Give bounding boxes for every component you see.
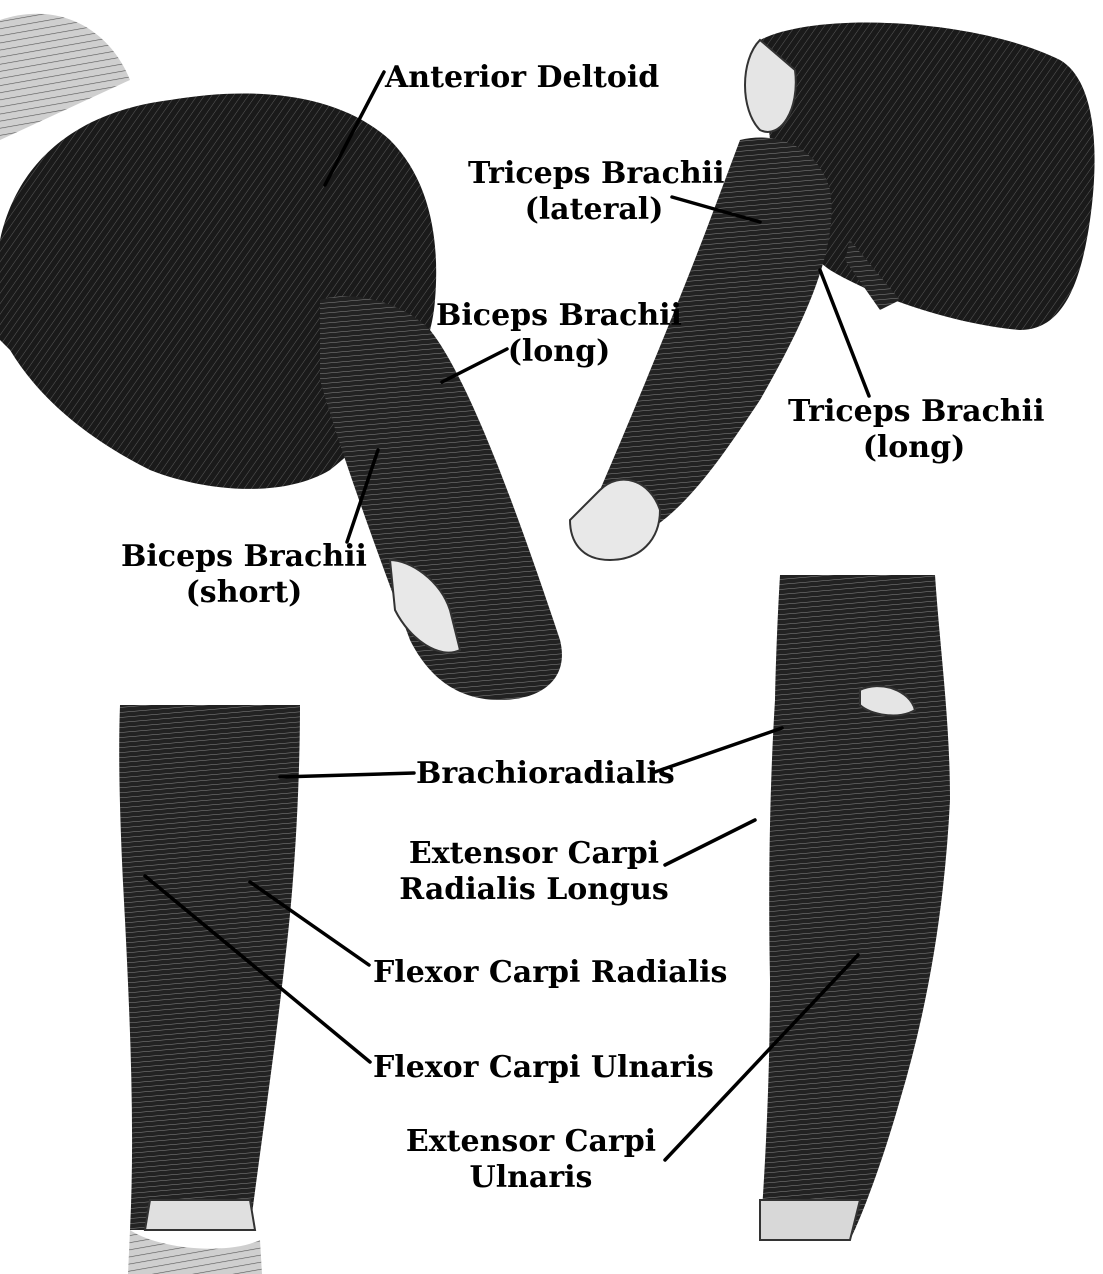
forearm-posterior-illustration	[760, 575, 950, 1240]
label-line: (long)	[433, 334, 685, 370]
label-line: Triceps Brachii	[788, 394, 1040, 430]
label-biceps-short: Biceps Brachii (short)	[118, 539, 370, 611]
label-line: Biceps Brachii	[433, 298, 685, 334]
label-flexor-carpi-ulnaris: Flexor Carpi Ulnaris	[373, 1050, 714, 1086]
label-biceps-long: Biceps Brachii (long)	[433, 298, 685, 370]
label-line: Triceps Brachii	[468, 156, 720, 192]
leader-ecrl	[665, 820, 755, 865]
label-line: Ulnaris	[400, 1160, 662, 1196]
label-line: (short)	[118, 575, 370, 611]
leader-triceps-long	[820, 270, 869, 396]
label-line: (lateral)	[468, 192, 720, 228]
label-line: Extensor Carpi	[398, 836, 670, 872]
label-line: Biceps Brachii	[118, 539, 370, 575]
label-extensor-carpi-radialis-longus: Extensor Carpi Radialis Longus	[398, 836, 670, 908]
label-line: (long)	[788, 430, 1040, 466]
leader-brachioradialis-left	[280, 773, 414, 777]
posterior-arm-illustration	[570, 23, 1095, 560]
forearm-posterior-shape	[760, 575, 950, 1240]
label-line: Radialis Longus	[398, 872, 670, 908]
label-brachioradialis: Brachioradialis	[416, 756, 675, 792]
wrist-band-shape	[145, 1200, 255, 1230]
label-extensor-carpi-ulnaris: Extensor Carpi Ulnaris	[400, 1124, 662, 1196]
label-triceps-lateral: Triceps Brachii (lateral)	[468, 156, 720, 228]
olecranon-shape	[570, 480, 660, 560]
label-triceps-long: Triceps Brachii (long)	[788, 394, 1040, 466]
label-flexor-carpi-radialis: Flexor Carpi Radialis	[373, 955, 727, 991]
forearm-anterior-shape	[119, 705, 300, 1230]
posterior-wrist-shape	[760, 1200, 860, 1240]
wrist-shape	[128, 1230, 262, 1274]
label-line: Extensor Carpi	[400, 1124, 662, 1160]
forearm-anterior-illustration	[119, 705, 300, 1274]
label-anterior-deltoid: Anterior Deltoid	[385, 60, 659, 96]
